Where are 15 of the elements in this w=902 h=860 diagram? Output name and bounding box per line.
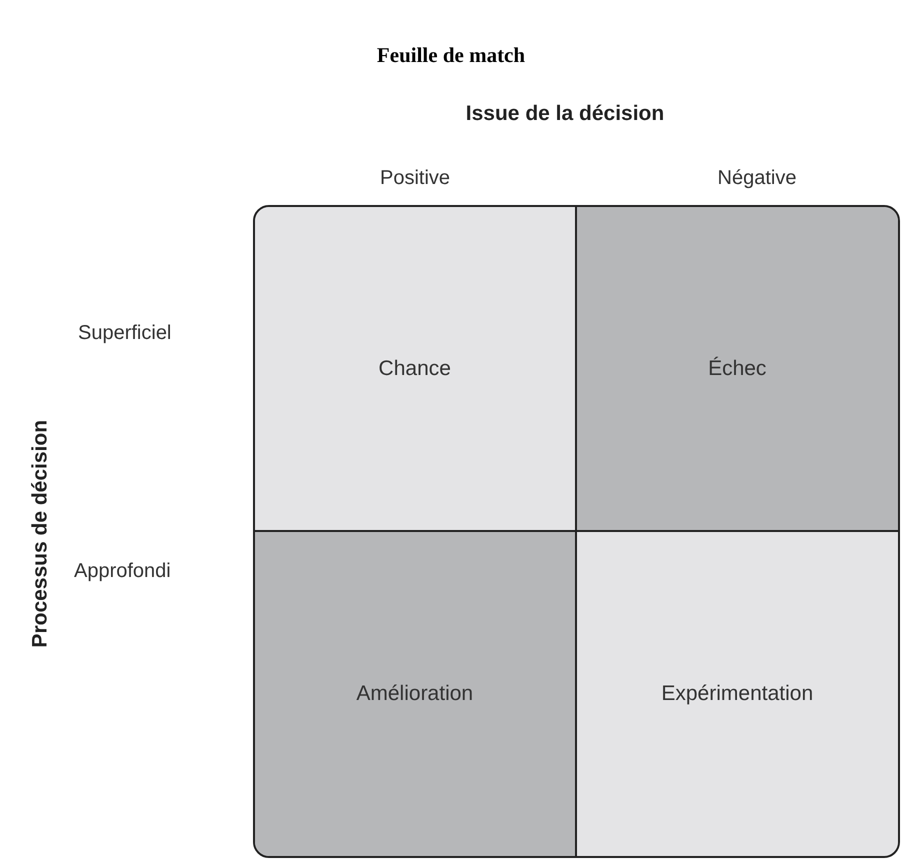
- quadrant-box: [255, 207, 576, 532]
- quadrant-label: Amélioration: [356, 681, 474, 707]
- quadrant-box: [255, 532, 576, 856]
- row-header: Approfondi: [74, 559, 171, 584]
- title: Feuille de match: [376, 42, 526, 69]
- quadrant-label: Chance: [378, 356, 451, 382]
- quadrant-label: Échec: [708, 356, 766, 382]
- quadrant-box: [576, 207, 898, 532]
- column-header: Positive: [378, 166, 452, 191]
- axis-title: Issue de la décision: [464, 101, 666, 127]
- axis-title: Processus de décision: [27, 418, 52, 650]
- quadrant-label: Expérimentation: [661, 681, 814, 707]
- quadrant-box: [576, 532, 898, 856]
- row-header: Superficiel: [78, 321, 172, 346]
- column-header: Négative: [716, 166, 798, 191]
